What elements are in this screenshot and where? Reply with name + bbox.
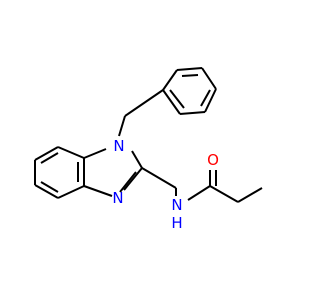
- bond: [57, 185, 85, 199]
- bond: [179, 111, 206, 115]
- bond: [187, 185, 211, 201]
- double-bond-inner: [40, 181, 59, 193]
- nh-hydrogen-label: H: [171, 214, 182, 232]
- bond: [83, 148, 107, 159]
- atom-n2: N: [112, 189, 123, 207]
- double-bond-inner: [119, 171, 137, 193]
- bond: [123, 167, 143, 191]
- bond: [162, 69, 178, 91]
- bond: [201, 67, 217, 90]
- n1-label: N: [113, 137, 124, 155]
- atom-nh: N H: [171, 196, 182, 232]
- double-bond-inner: [40, 152, 59, 164]
- bond: [124, 89, 164, 117]
- phenyl-ring: [162, 67, 217, 115]
- double-bond-inner: [169, 89, 185, 109]
- bond: [141, 167, 177, 189]
- atom-n1: N: [113, 137, 124, 155]
- bond: [209, 185, 239, 203]
- bond: [237, 187, 263, 203]
- n3-label: N: [171, 196, 182, 214]
- n2-label: N: [112, 189, 123, 207]
- bond: [57, 146, 85, 159]
- bond: [162, 89, 181, 115]
- bond: [176, 67, 203, 71]
- bond: [131, 150, 143, 169]
- bond: [204, 88, 217, 113]
- structure-diagram: N N N H O: [34, 67, 263, 232]
- bond: [34, 184, 59, 199]
- bond: [118, 115, 126, 137]
- bond: [34, 146, 59, 161]
- o1-label: O: [207, 151, 219, 169]
- benzo-ring: [34, 146, 85, 199]
- bond: [83, 185, 113, 197]
- double-bond-inner: [181, 74, 199, 77]
- imidazole-ring: [83, 148, 143, 197]
- molecule-canvas: N N N H O: [34, 67, 263, 232]
- double-bond-inner: [200, 89, 211, 107]
- atom-o1: O: [207, 151, 219, 169]
